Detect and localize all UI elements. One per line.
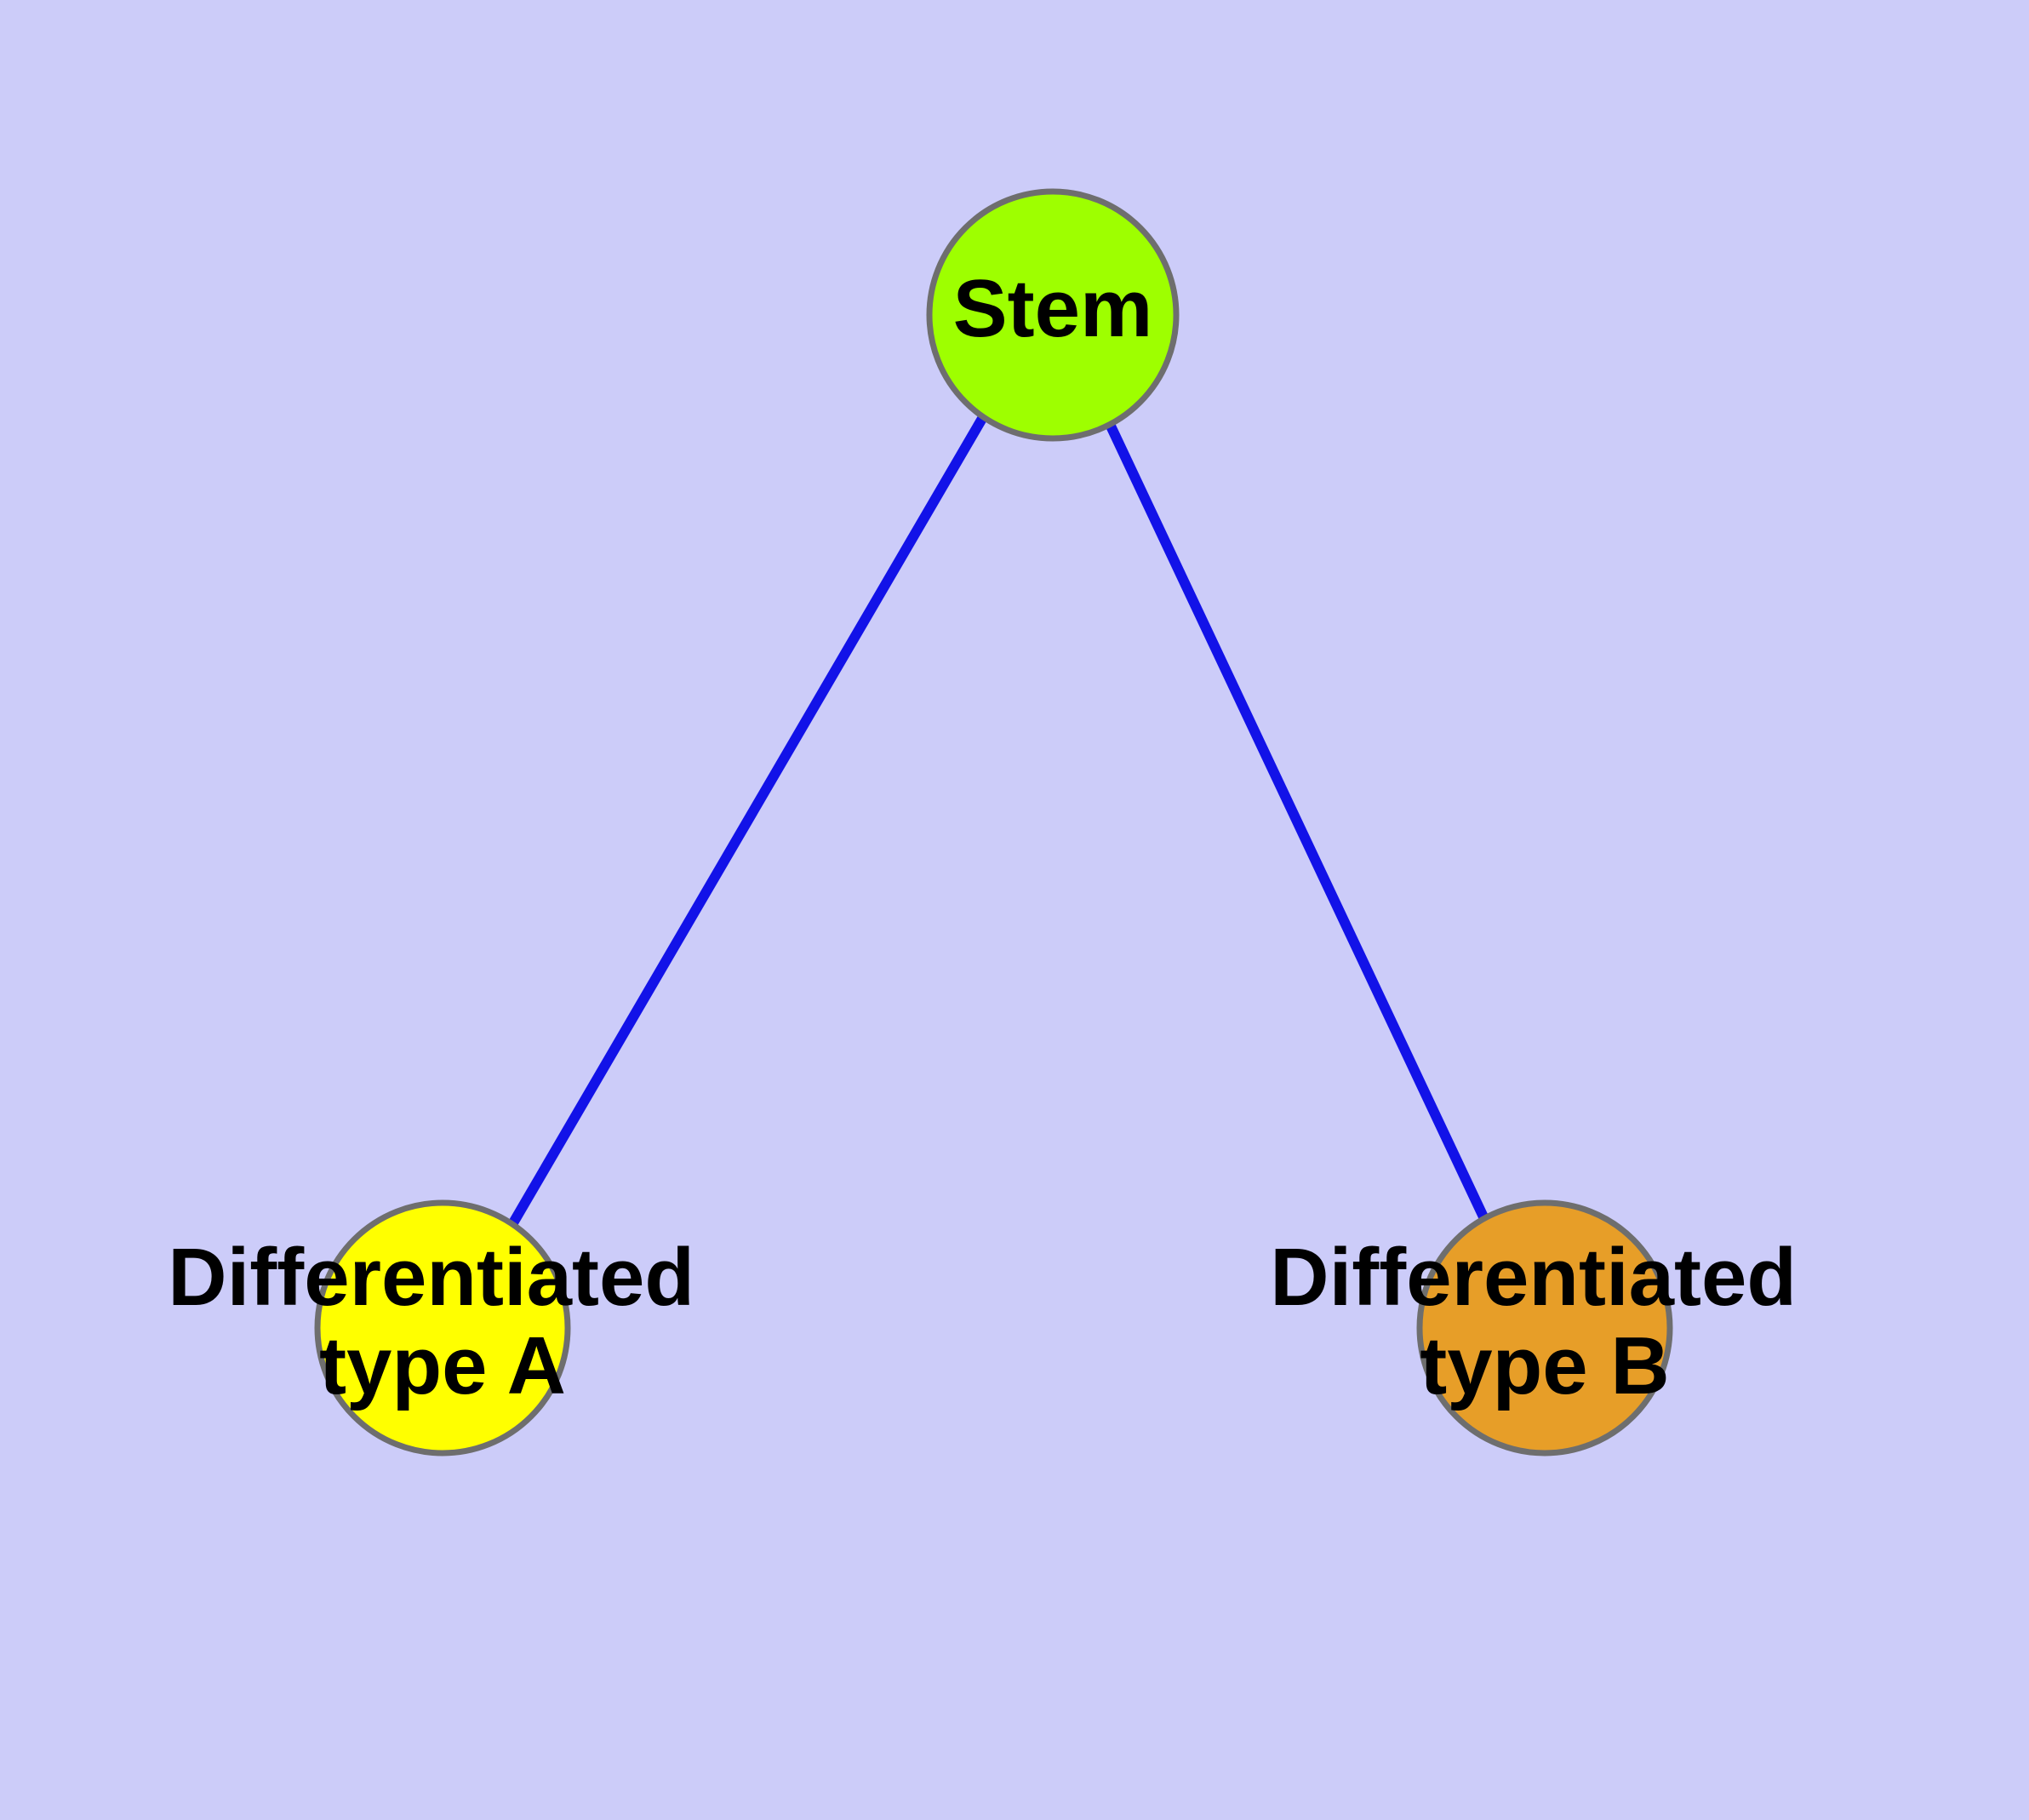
node-layer: Stem Differentiated type A Differentiate…: [168, 188, 1819, 1457]
node-differentiated-type-a-label-line-2: type A: [319, 1320, 566, 1411]
edge-stem-to-differentiated-type-a[interactable]: [506, 414, 988, 1229]
node-differentiated-type-b-label-line-2: type B: [1420, 1320, 1669, 1411]
node-stem-label-line-1: Stem: [953, 263, 1153, 354]
node-differentiated-type-a-circle[interactable]: [314, 1199, 571, 1457]
node-stem[interactable]: Stem: [926, 188, 1180, 442]
node-differentiated-type-a-label-line-1: Differentiated: [168, 1233, 694, 1324]
edge-layer: [506, 414, 1492, 1229]
node-differentiated-type-a-label: Differentiated type A: [168, 1233, 717, 1412]
node-differentiated-type-b-label: Differentiated type B: [1270, 1233, 1819, 1412]
node-stem-circle[interactable]: [926, 188, 1180, 442]
node-differentiated-type-a[interactable]: Differentiated type A: [168, 1199, 717, 1457]
node-differentiated-type-b-circle[interactable]: [1416, 1199, 1673, 1457]
node-stem-label: Stem: [953, 263, 1153, 354]
node-differentiated-type-b-label-line-1: Differentiated: [1270, 1233, 1797, 1324]
edge-stem-to-differentiated-type-b[interactable]: [1103, 418, 1492, 1227]
node-differentiated-type-b[interactable]: Differentiated type B: [1270, 1199, 1819, 1457]
